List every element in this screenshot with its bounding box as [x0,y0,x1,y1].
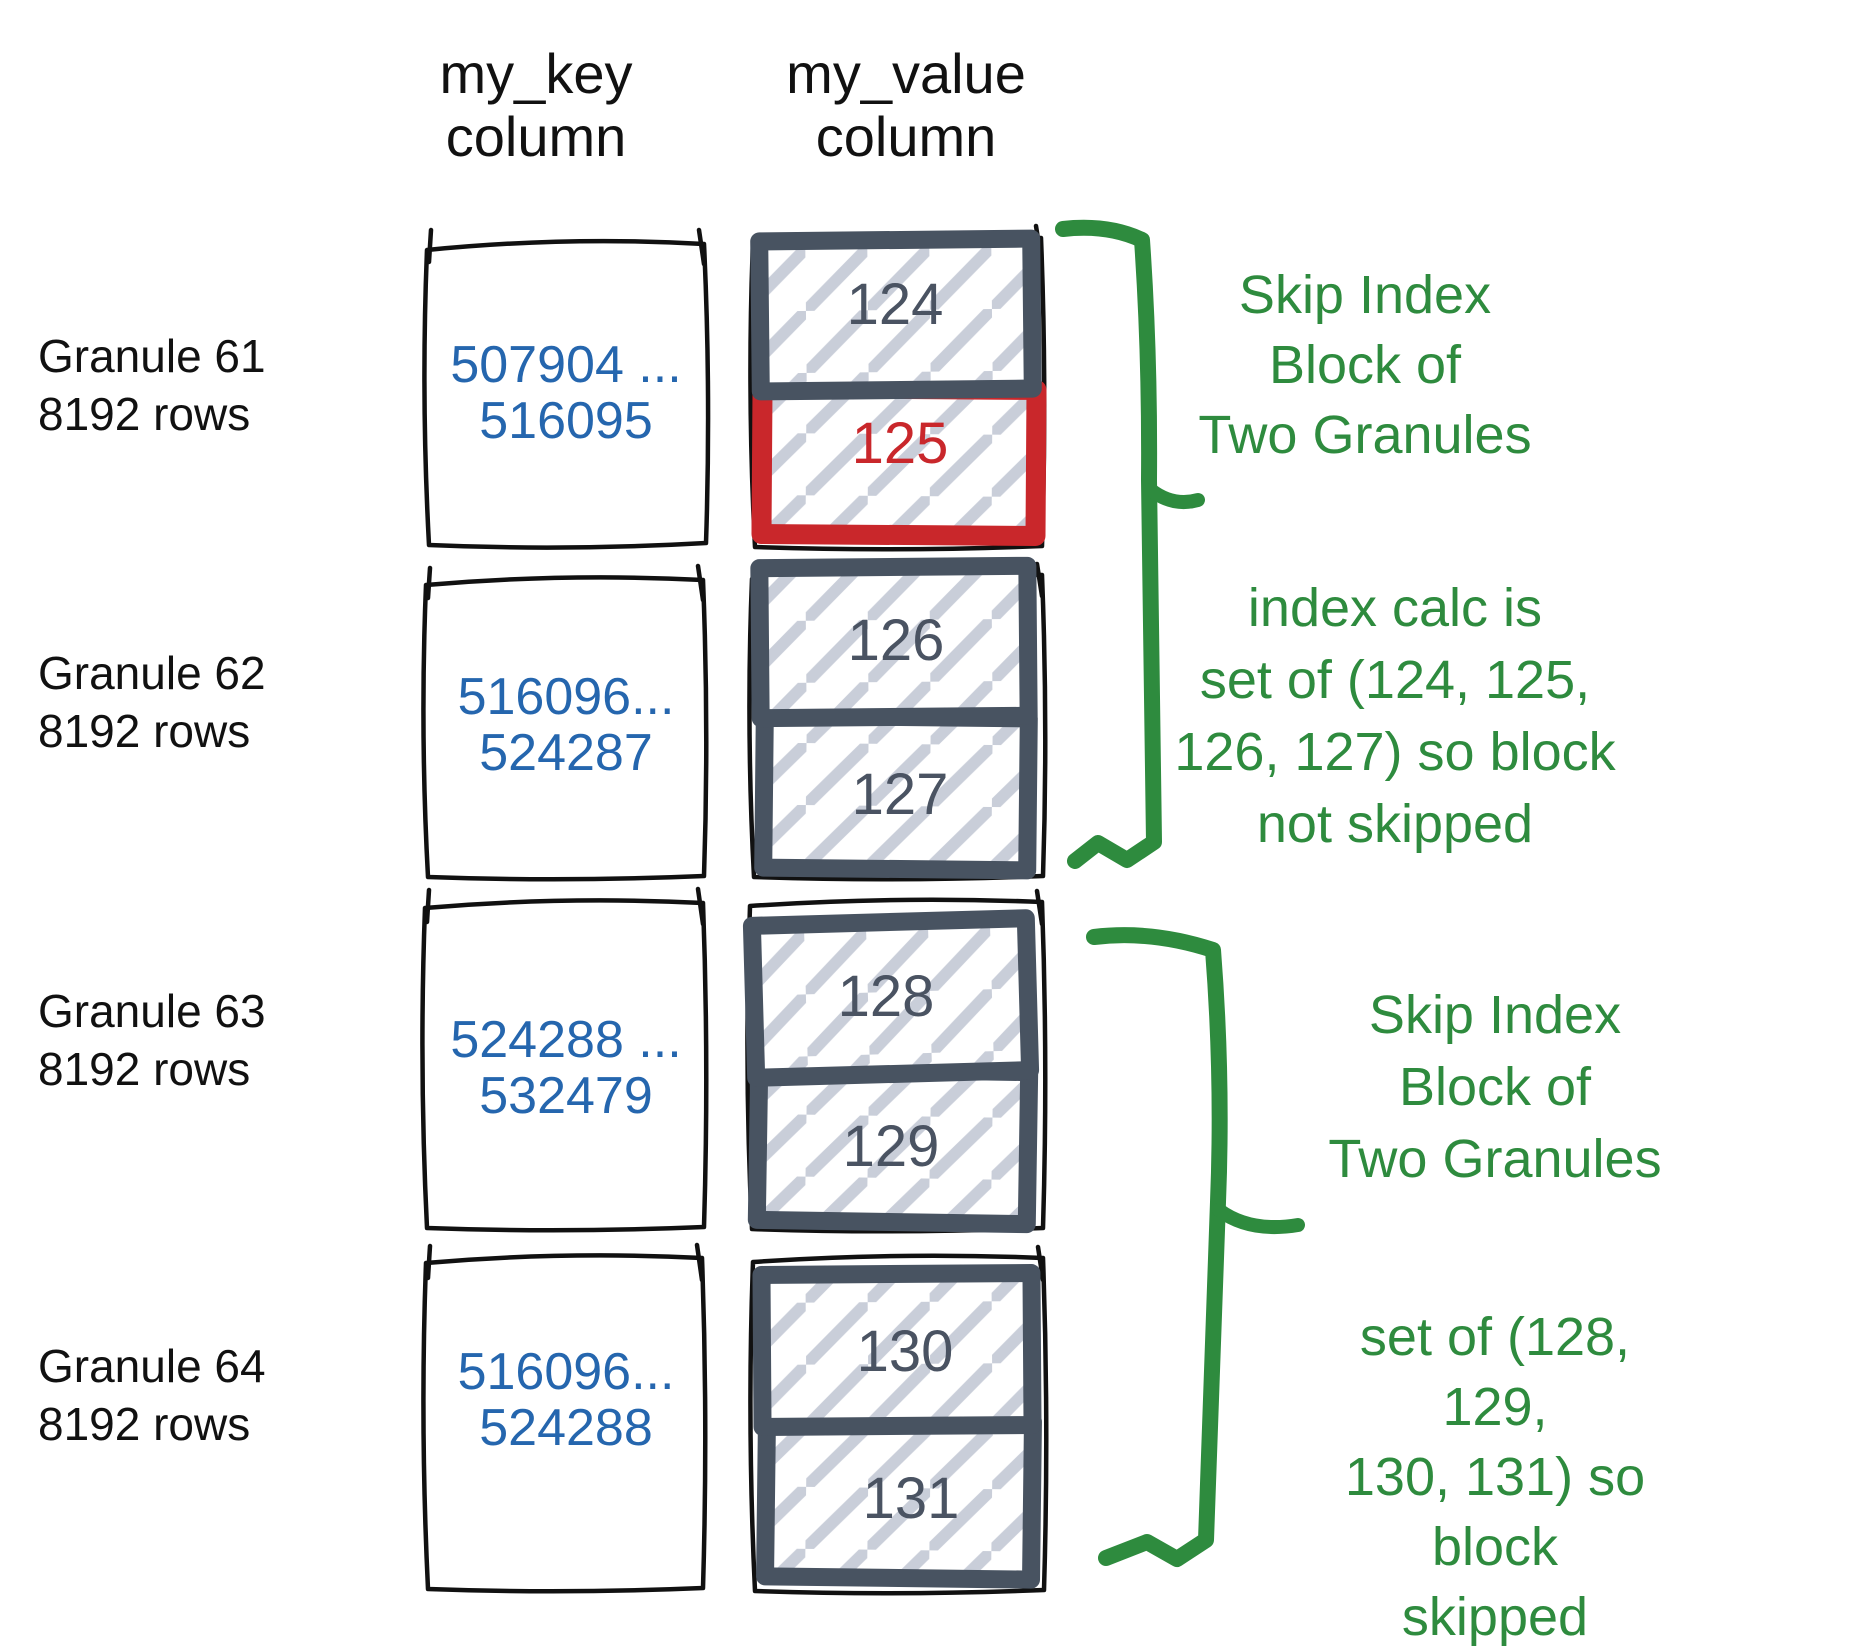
granule-64-key-range: 516096... 524288 [457,1343,675,1457]
block-number-131: 131 [862,1466,960,1531]
value-block-130 [752,1264,1042,1436]
block-number-128: 128 [837,964,935,1029]
granule-63-label: Granule 63 8192 rows [38,985,266,1095]
value-block-126 [750,556,1038,728]
annotation-skip-block-2-title: Skip Index Block of Two Granules [1328,985,1662,1189]
value-box-granule-63 [745,888,1048,1234]
value-block-128 [742,909,1040,1087]
granule-64-label: Granule 64 8192 rows [38,1340,266,1450]
annotation-skip-block-2-detail: set of (128, 129, 130, 131) so block ski… [1344,1307,1646,1647]
diagram-artwork [420,219,1305,1596]
block-number-129: 129 [842,1114,940,1179]
granule-62-key-range: 516096... 524287 [457,668,675,782]
block-number-124: 124 [846,272,944,337]
column-header-value: my_value column [786,42,1026,168]
column-header-key: my_key column [439,42,633,168]
diagram-canvas: { "headers": { "key": "my_key\ncolumn", … [38,42,1662,1647]
granule-63-key-range: 524288 ... 532479 [450,1011,682,1125]
granule-61-key-range: 507904 ... 516095 [450,336,682,450]
granule-61-label: Granule 61 8192 rows [38,330,266,440]
block-number-130: 130 [856,1319,954,1384]
key-box-granule-61 [422,227,711,550]
value-block-124 [750,229,1042,401]
annotation-skip-block-1-title: Skip Index Block of Two Granules [1198,265,1532,465]
annotation-skip-block-1-detail: index calc is set of (124, 125, 126, 127… [1174,578,1616,854]
key-box-granule-62 [421,563,709,882]
brace-block-2 [1086,927,1305,1567]
block-number-125-highlighted: 125 [851,411,949,476]
value-box-granule-64 [748,1244,1049,1596]
key-box-granule-64 [421,1242,708,1594]
block-number-127: 127 [851,762,949,827]
block-number-126: 126 [847,608,945,673]
key-box-granule-63 [420,886,709,1233]
brace-block-1 [1055,219,1205,869]
granule-62-label: Granule 62 8192 rows [38,647,266,757]
